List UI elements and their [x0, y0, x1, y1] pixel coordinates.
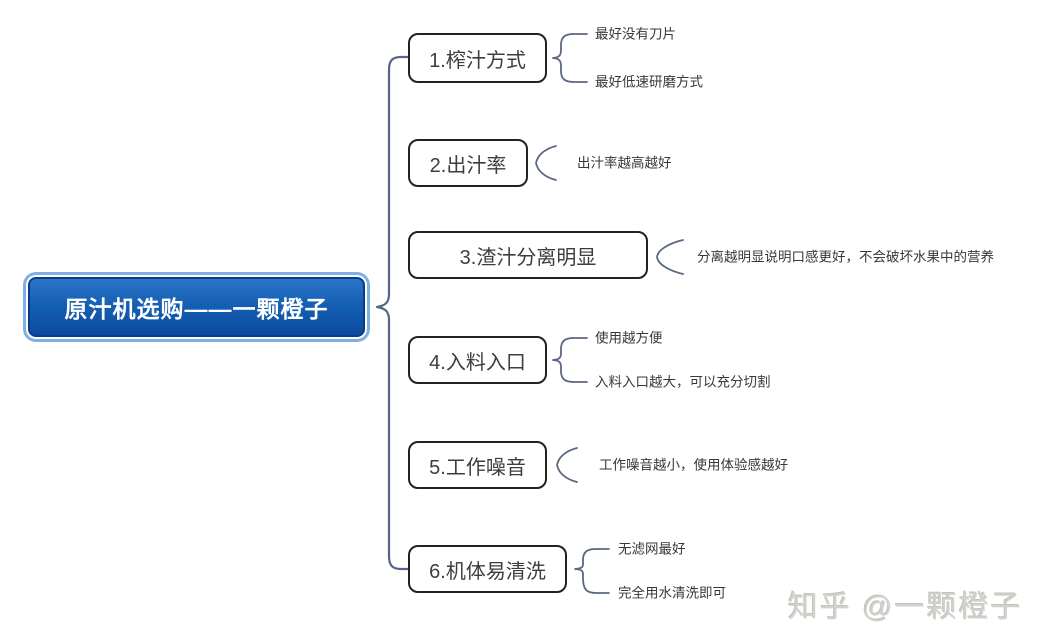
subtopic-6-2[interactable]: 完全用水清洗即可: [618, 585, 726, 601]
subtopic-2-1[interactable]: 出汁率越高越好: [577, 155, 672, 171]
topic-2-juice-yield[interactable]: 2.出汁率: [408, 139, 528, 187]
branch-6-brace: [574, 548, 610, 594]
subtopic-3-1[interactable]: 分离越明显说明口感更好，不会破坏水果中的营养: [697, 249, 994, 265]
topic-3-pulp-separation[interactable]: 3.渣汁分离明显: [408, 231, 648, 279]
topic-5-working-noise[interactable]: 5.工作噪音: [408, 441, 547, 489]
root-topic[interactable]: 原汁机选购——一颗橙子: [28, 277, 365, 337]
main-brace-connector: [375, 55, 413, 571]
zhihu-watermark: 知乎 @一颗橙子: [788, 591, 1023, 624]
branch-4-brace: [552, 337, 588, 383]
subtopic-4-2[interactable]: 入料入口越大，可以充分切割: [595, 374, 771, 390]
subtopic-1-2[interactable]: 最好低速研磨方式: [595, 74, 703, 90]
subtopic-1-1[interactable]: 最好没有刀片: [595, 26, 676, 42]
branch-3-brace: [656, 239, 684, 275]
topic-5-label: 5.工作噪音: [429, 456, 526, 479]
root-topic-label: 原汁机选购——一颗橙子: [64, 296, 329, 322]
topic-6-label: 6.机体易清洗: [429, 560, 546, 583]
subtopic-5-1[interactable]: 工作噪音越小，使用体验感越好: [599, 457, 788, 473]
branch-2-brace: [535, 145, 557, 181]
branch-1-brace: [552, 33, 588, 83]
topic-4-label: 4.入料入口: [429, 351, 526, 374]
subtopic-4-1[interactable]: 使用越方便: [595, 330, 663, 346]
topic-2-label: 2.出汁率: [429, 154, 507, 177]
topic-1-label: 1.榨汁方式: [429, 49, 526, 72]
topic-3-label: 3.渣汁分离明显: [459, 246, 597, 269]
topic-6-easy-cleaning[interactable]: 6.机体易清洗: [408, 545, 567, 593]
subtopic-6-1[interactable]: 无滤网最好: [618, 541, 686, 557]
topic-1-juicing-method[interactable]: 1.榨汁方式: [408, 33, 547, 83]
branch-5-brace: [556, 447, 578, 483]
topic-4-feed-inlet[interactable]: 4.入料入口: [408, 336, 547, 384]
